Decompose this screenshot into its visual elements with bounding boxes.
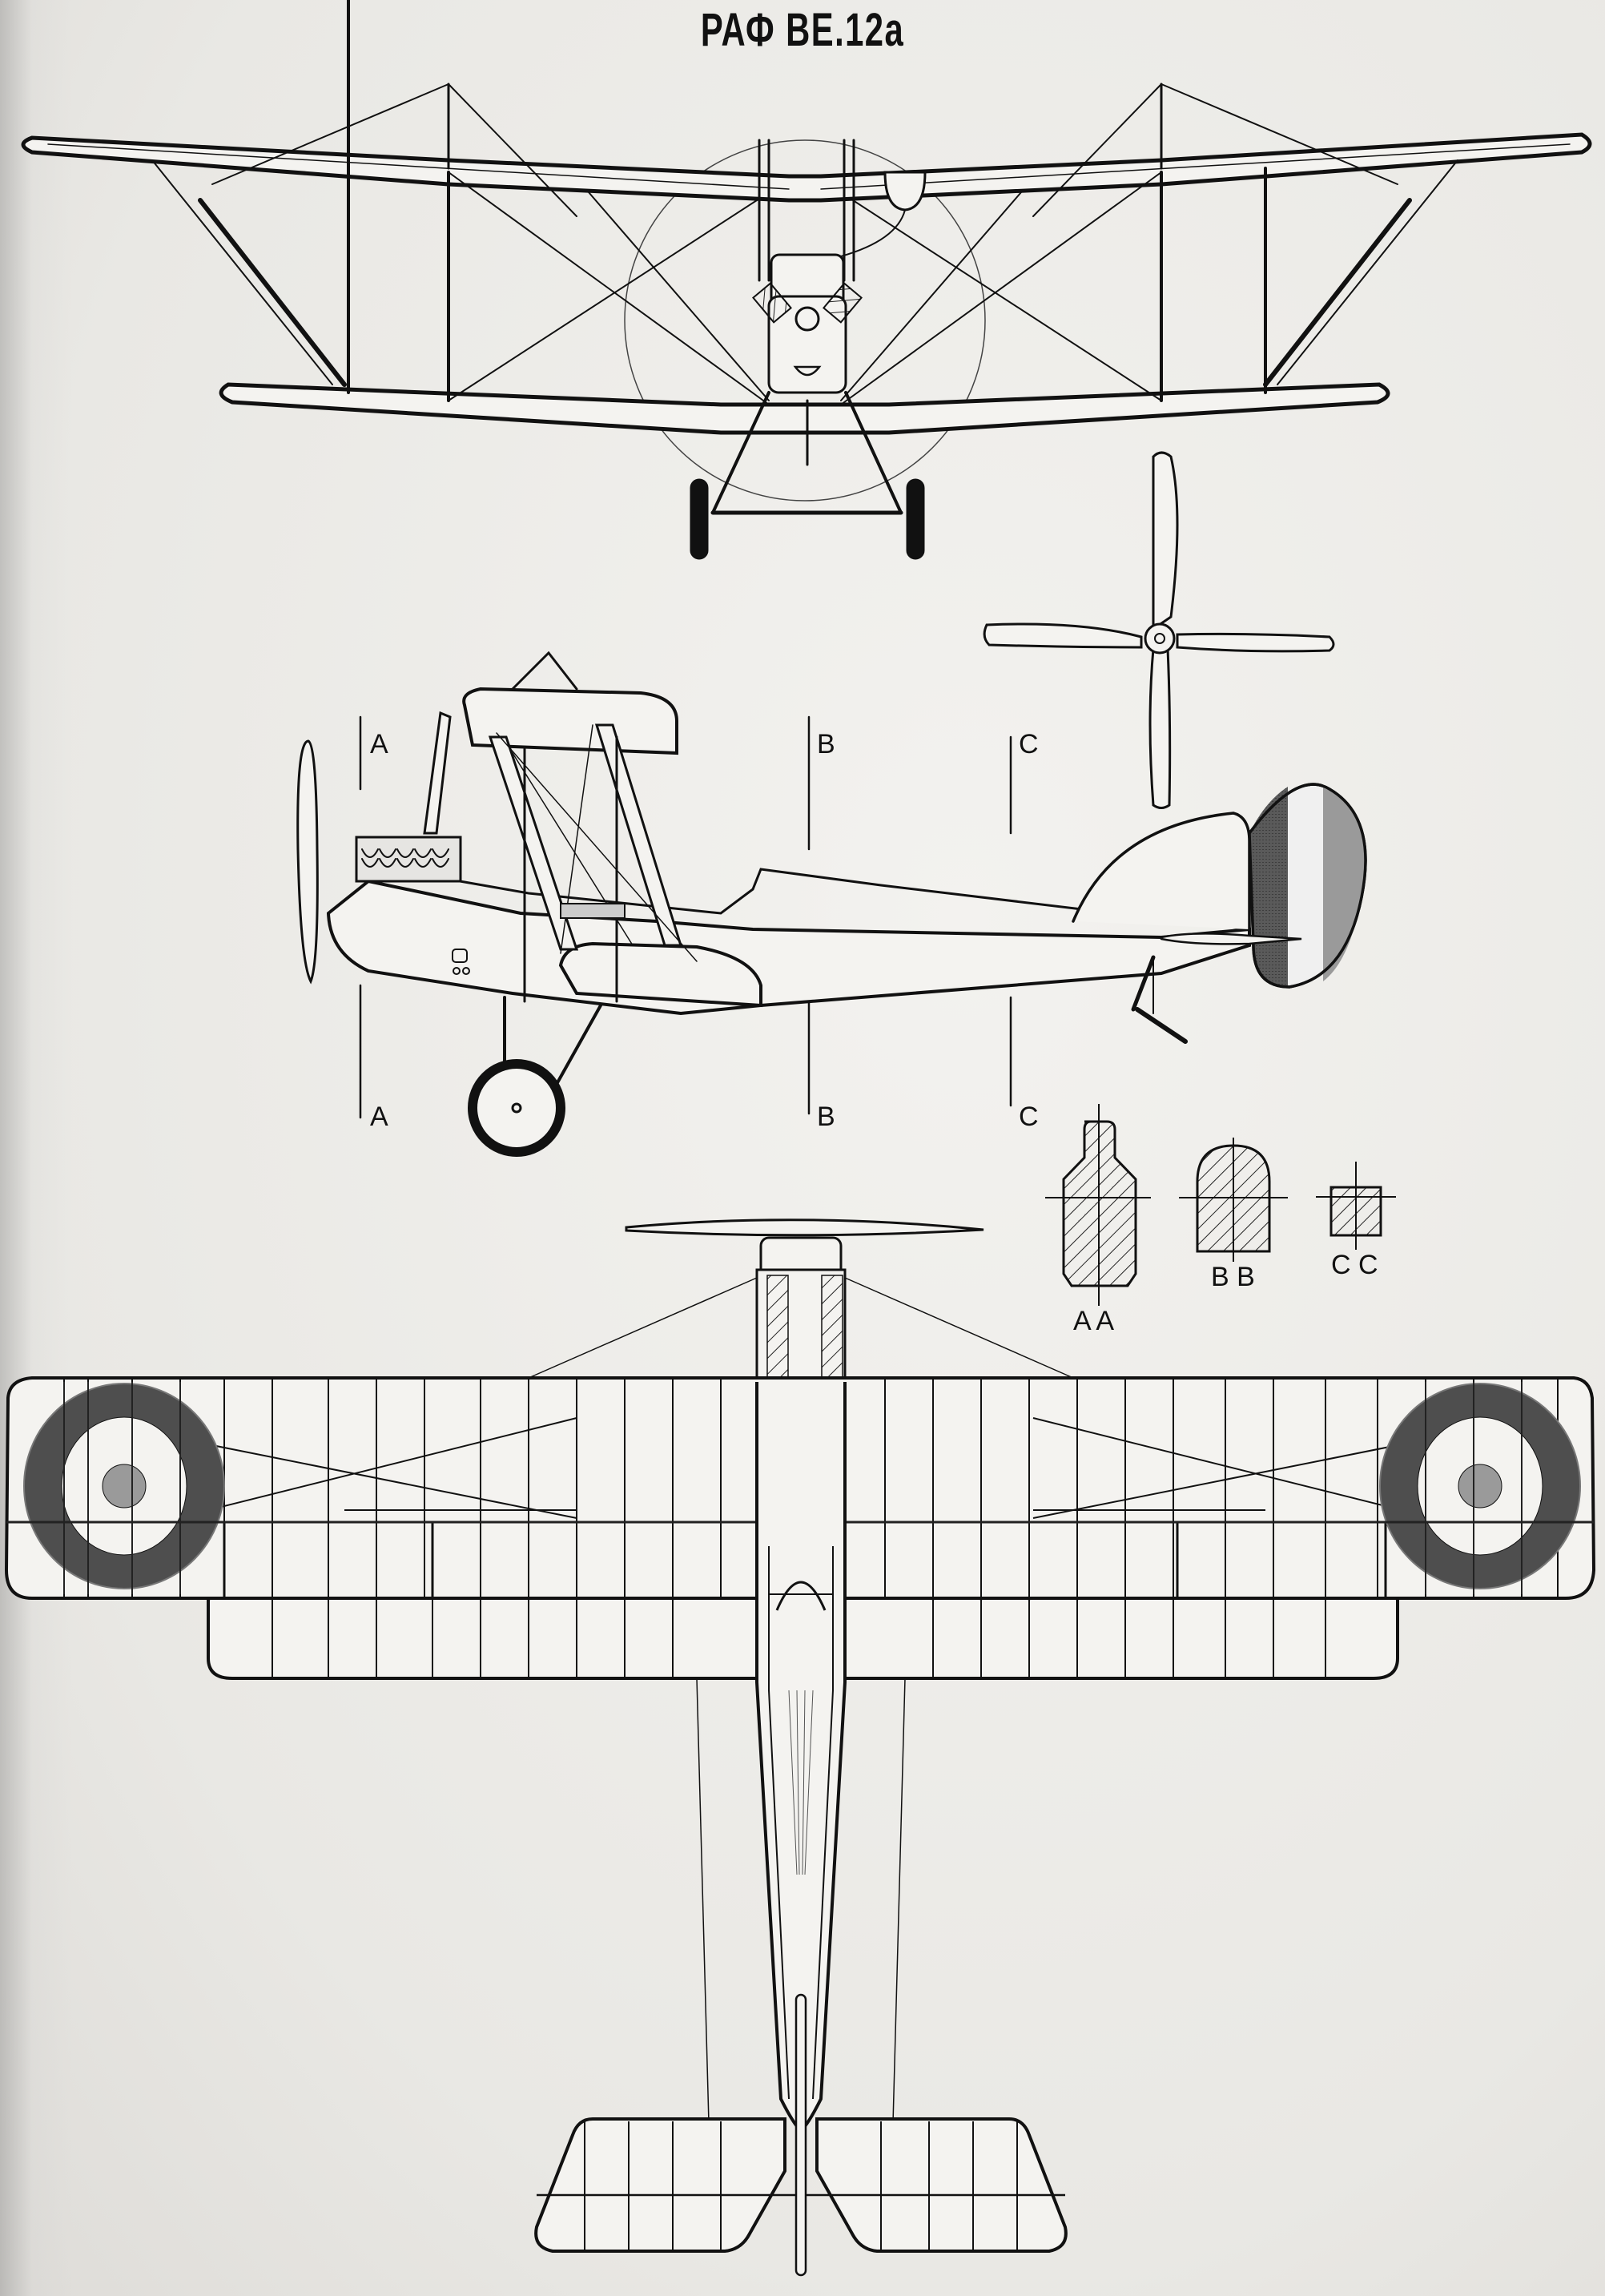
section-marker-b-top: B xyxy=(817,729,835,759)
plan-tailplane-left xyxy=(534,2117,786,2253)
section-markers xyxy=(359,715,1012,1119)
plan-lower-wing-left xyxy=(207,1597,758,1680)
section-marker-a-bottom: A xyxy=(370,1102,388,1132)
plan-view xyxy=(4,1218,1596,2277)
front-lower-wing xyxy=(219,382,1390,435)
section-label-aa: A A xyxy=(1073,1306,1114,1336)
roundel-right xyxy=(1379,1383,1581,1589)
cross-sections xyxy=(1045,1104,1396,1306)
plan-lower-wing-right xyxy=(843,1597,1399,1680)
section-marker-c-top: C xyxy=(1019,729,1039,759)
page-title: РАФ BE.12a xyxy=(700,4,905,56)
front-upper-wing xyxy=(21,132,1592,203)
plan-tailplane-right xyxy=(815,2117,1068,2253)
section-label-bb: B B xyxy=(1211,1262,1255,1292)
section-label-cc: C C xyxy=(1331,1250,1378,1280)
propeller-front-view xyxy=(983,451,1335,809)
section-cc xyxy=(1316,1162,1396,1250)
section-marker-b-bottom: B xyxy=(817,1102,835,1132)
section-bb xyxy=(1179,1138,1288,1262)
section-marker-a-top: A xyxy=(370,729,388,759)
side-view: A A B B C C xyxy=(296,651,1367,1157)
section-aa xyxy=(1045,1104,1151,1306)
front-undercarriage xyxy=(690,391,925,560)
roundel-left xyxy=(23,1383,225,1589)
front-view xyxy=(21,0,1592,560)
section-marker-c-bottom: C xyxy=(1019,1102,1039,1132)
